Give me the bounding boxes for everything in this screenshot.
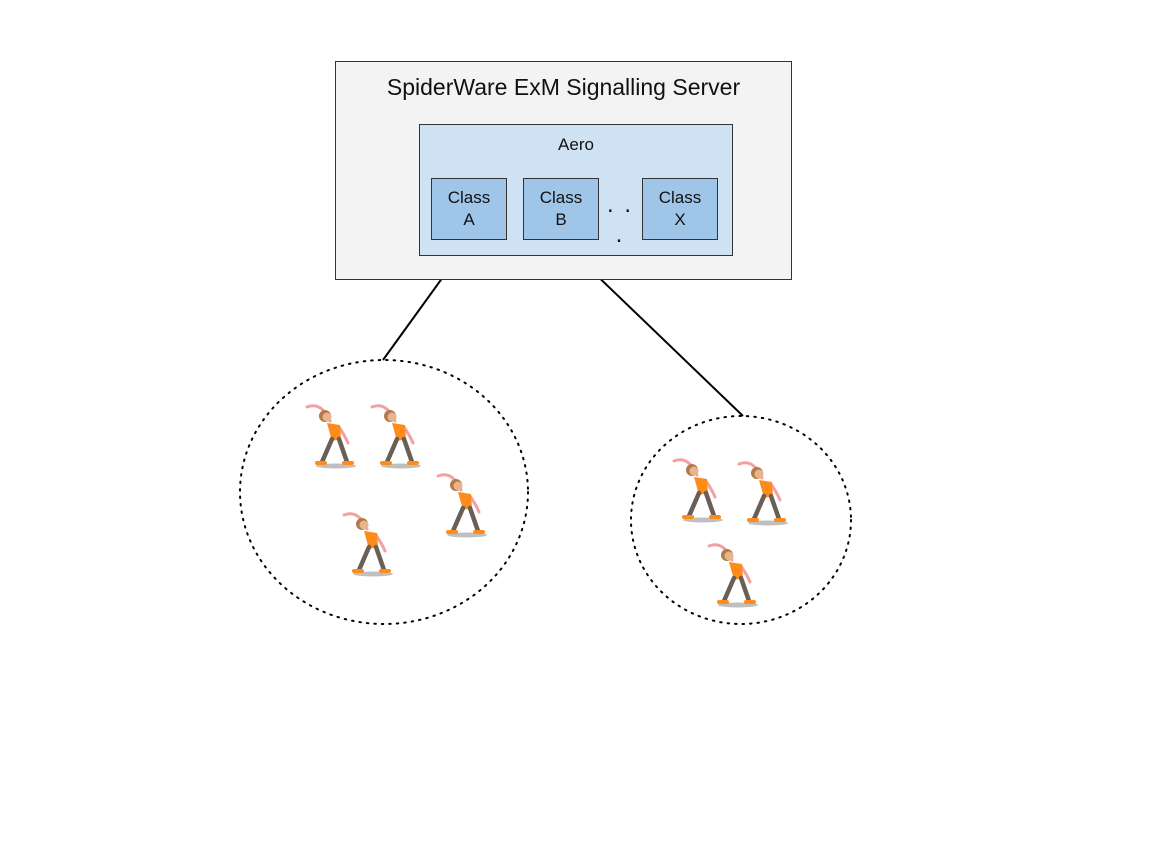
- participant-icon: [438, 475, 487, 538]
- class-ellipsis: . . .: [606, 191, 633, 248]
- class-b-label-line2: B: [555, 210, 567, 229]
- class-b-label-line1: Class: [539, 188, 583, 207]
- class-x-label-line1: Class: [658, 188, 702, 207]
- server-title: SpiderWare ExM Signalling Server: [386, 74, 741, 100]
- class-x-box: Class X: [642, 178, 718, 240]
- participant-icon: [307, 406, 356, 469]
- class-x-label-line2: X: [674, 210, 686, 229]
- participant-group-a: [239, 359, 529, 625]
- participant-icon: [709, 545, 758, 608]
- participant-icon: [739, 463, 788, 526]
- participant-icon: [674, 460, 723, 523]
- participant-icon: [372, 406, 421, 469]
- aero-title: Aero: [558, 135, 594, 154]
- participant-group-b: [630, 415, 852, 625]
- class-b-box: Class B: [523, 178, 599, 240]
- participant-icon: [344, 514, 393, 577]
- class-a-label-line2: A: [463, 210, 475, 229]
- class-a-label-line1: Class: [447, 188, 491, 207]
- class-a-box: Class A: [431, 178, 507, 240]
